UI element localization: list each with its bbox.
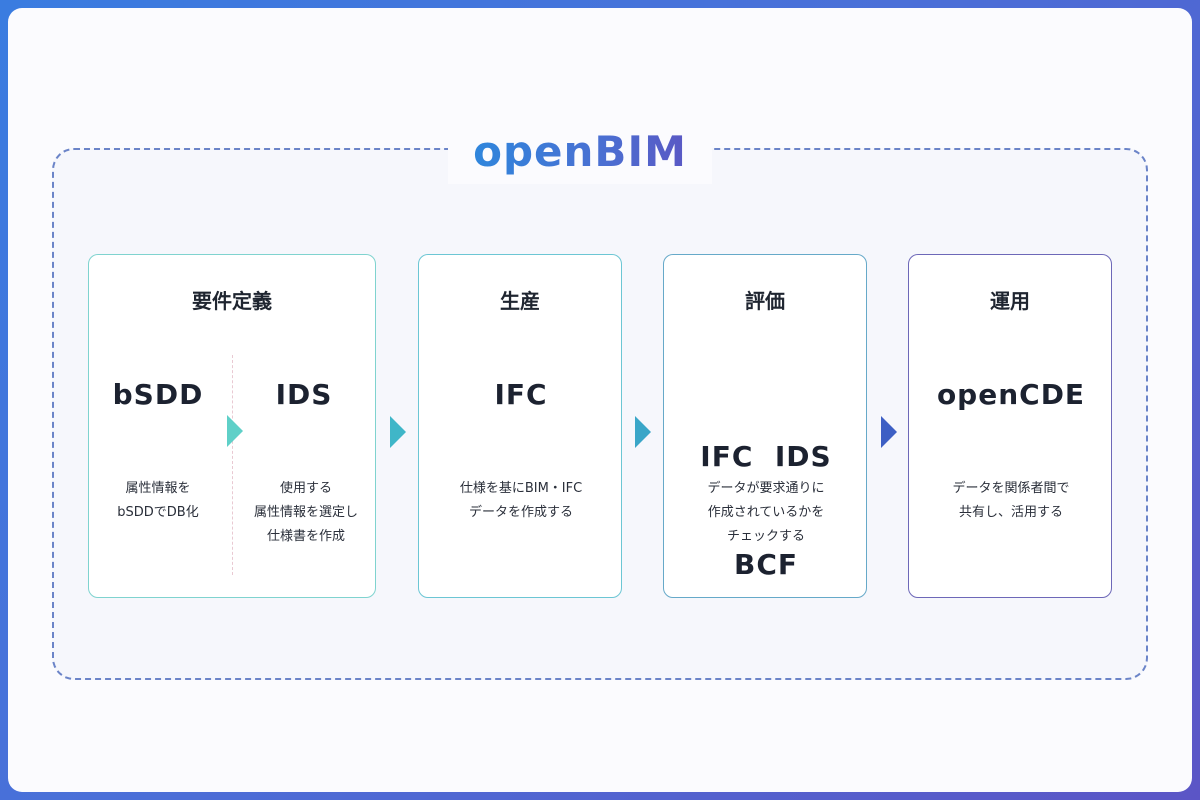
arrow-2: [635, 416, 651, 448]
evaluation-desc-line: チェックする: [726, 529, 805, 544]
canvas: openBIM 要件定義 bSDD 属性情報を bSDDでDB化 IDS 使用す…: [8, 8, 1192, 792]
ifc-label: IFC: [494, 378, 548, 411]
bsdd-desc-line: bSDDでDB化: [117, 505, 199, 520]
ids-desc-line: 属性情報を選定し: [253, 505, 358, 520]
evaluation-label: IFC IDS BCF: [664, 367, 868, 655]
card-operation: 運用 openCDE データを関係者間で 共有し、活用する: [908, 254, 1112, 598]
operation-desc-line: 共有し、活用する: [958, 505, 1063, 520]
card-production: 生産 IFC 仕様を基にBIM・IFC データを作成する: [418, 254, 622, 598]
production-desc-line: データを作成する: [468, 505, 573, 520]
card-operation-heading: 運用: [990, 289, 1030, 313]
diagram-title: openBIM: [448, 120, 712, 184]
ids-desc-line: 使用する: [279, 481, 332, 496]
arrow-bsdd-to-ids: [227, 415, 243, 447]
production-desc: 仕様を基にBIM・IFC データを作成する: [419, 477, 623, 525]
card-requirements-heading: 要件定義: [192, 289, 272, 313]
ids-desc-line: 仕様書を作成: [266, 529, 345, 544]
card-requirements: 要件定義 bSDD 属性情報を bSDDでDB化 IDS 使用する 属性情報を選…: [88, 254, 376, 598]
card-divider: [232, 355, 233, 575]
evaluation-label-line: IFC IDS: [700, 440, 832, 473]
opencde-label: openCDE: [936, 378, 1086, 411]
arrow-1: [390, 416, 406, 448]
production-desc-line: 仕様を基にBIM・IFC: [459, 481, 583, 496]
card-evaluation: 評価 IFC IDS BCF データが要求通りに 作成されているかを チェックす…: [663, 254, 867, 598]
evaluation-desc: データが要求通りに 作成されているかを チェックする: [664, 477, 868, 549]
operation-desc-line: データを関係者間で: [952, 481, 1070, 496]
bsdd-label: bSDD: [112, 378, 204, 411]
arrow-3: [881, 416, 897, 448]
bsdd-desc: 属性情報を bSDDでDB化: [93, 477, 223, 525]
ids-desc: 使用する 属性情報を選定し 仕様書を作成: [241, 477, 371, 549]
ids-label: IDS: [275, 378, 333, 411]
card-evaluation-heading: 評価: [745, 289, 785, 313]
evaluation-desc-line: 作成されているかを: [707, 505, 825, 520]
evaluation-desc-line: データが要求通りに: [707, 481, 825, 496]
evaluation-label-line: BCF: [733, 548, 799, 581]
operation-desc: データを関係者間で 共有し、活用する: [909, 477, 1113, 525]
card-production-heading: 生産: [500, 289, 540, 313]
bsdd-desc-line: 属性情報を: [125, 481, 191, 496]
